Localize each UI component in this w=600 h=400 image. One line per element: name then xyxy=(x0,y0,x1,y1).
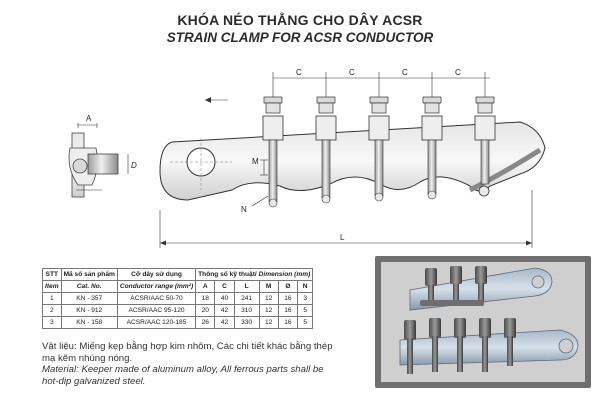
label-c-3: C xyxy=(402,68,408,77)
table-row: 2 KN - 912 ACSR/AAC 95-120 20 42 310 12 … xyxy=(42,304,314,317)
mn-annotations: M N xyxy=(241,157,269,214)
side-view: A D xyxy=(68,114,137,198)
label-c-4: C xyxy=(455,68,461,77)
cell-m: 12 xyxy=(258,316,279,329)
c-dimension: C C C C xyxy=(205,68,490,103)
photo-clamp-top xyxy=(409,266,553,311)
table-header-row-1: STT Mã số sản phẩm Cỡ dây sử dụng Thông … xyxy=(42,268,314,281)
material-en-line-2: hot-dip galvanized steel. xyxy=(42,375,146,387)
spec-table: STT Mã số sản phẩm Cỡ dây sử dụng Thông … xyxy=(42,268,314,329)
label-a: A xyxy=(86,114,92,123)
l-dimension: L xyxy=(159,190,533,248)
label-c-2: C xyxy=(349,68,355,77)
cell-n: 5 xyxy=(297,316,314,329)
cell-cat: KN - 158 xyxy=(60,316,118,329)
material-note: Vật liệu: Miếng kẹp bằng hợp kim nhôm, C… xyxy=(42,341,372,387)
material-en-line-1: Material: Keeper made of aluminum alloy,… xyxy=(42,364,324,375)
label-d: D xyxy=(131,161,137,170)
material-vn-line-1: Vật liệu: Miếng kẹp bằng hợp kim nhôm, C… xyxy=(42,341,333,352)
label-n: N xyxy=(241,205,247,214)
title-english: STRAIN CLAMP FOR ACSR CONDUCTOR xyxy=(166,30,434,45)
label-l: L xyxy=(340,233,345,242)
title-vietnamese: KHÓA NÉO THẲNG CHO DÂY ACSR xyxy=(177,12,423,28)
photo-clamp-bottom xyxy=(399,318,579,374)
material-vn-line-2: mạ kẽm nhúng nóng. xyxy=(42,352,133,364)
table-header-row-2: Item Cat. No. Conductor range (mm²) A C … xyxy=(42,280,314,293)
label-c-1: C xyxy=(296,68,302,77)
table-row: 3 KN - 158 ACSR/AAC 120-185 26 42 330 12… xyxy=(42,316,314,329)
clamp-body xyxy=(159,121,546,201)
u-bolts xyxy=(262,96,496,208)
table-row: 1 KN - 357 ACSR/AAC 50-70 18 40 241 12 1… xyxy=(42,292,314,305)
cell-c: 42 xyxy=(214,316,235,329)
label-m: M xyxy=(252,157,259,166)
